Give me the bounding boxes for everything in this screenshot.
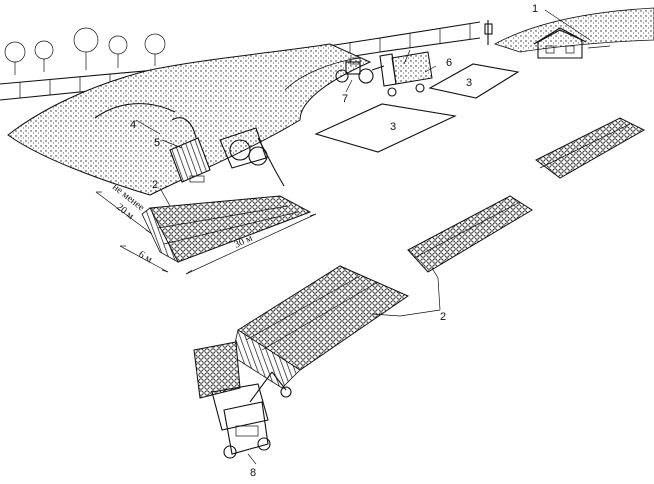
log-truck xyxy=(193,341,292,459)
callout-2-main: 2 xyxy=(152,179,158,191)
callout-1: 1 xyxy=(532,3,538,15)
dimension-stack-width xyxy=(119,245,169,273)
wood-chip-pile xyxy=(7,43,372,196)
log-stack-main xyxy=(141,195,312,263)
chipper-machine xyxy=(169,117,285,187)
storage-area-right xyxy=(428,63,520,99)
callout-5: 5 xyxy=(154,137,160,149)
callout-2-right: 2 xyxy=(440,311,446,323)
callout-8: 8 xyxy=(250,467,256,479)
log-stack-front xyxy=(231,265,410,389)
callout-6: 6 xyxy=(446,57,452,69)
log-stack-middle xyxy=(407,195,533,273)
callout-7: 7 xyxy=(342,93,348,105)
dimension-min-distance xyxy=(95,191,153,235)
guard-house xyxy=(533,27,611,59)
callout-3-left: 3 xyxy=(390,121,396,133)
callout-4: 4 xyxy=(130,119,136,131)
chip-truck xyxy=(379,49,433,97)
leader-lines xyxy=(135,9,591,465)
storage-area-left xyxy=(314,103,457,153)
log-stack-far xyxy=(535,117,646,179)
callout-3-right: 3 xyxy=(466,77,472,89)
background-trees xyxy=(4,27,166,75)
tractor xyxy=(335,57,385,84)
dimension-stack-length xyxy=(185,213,317,275)
